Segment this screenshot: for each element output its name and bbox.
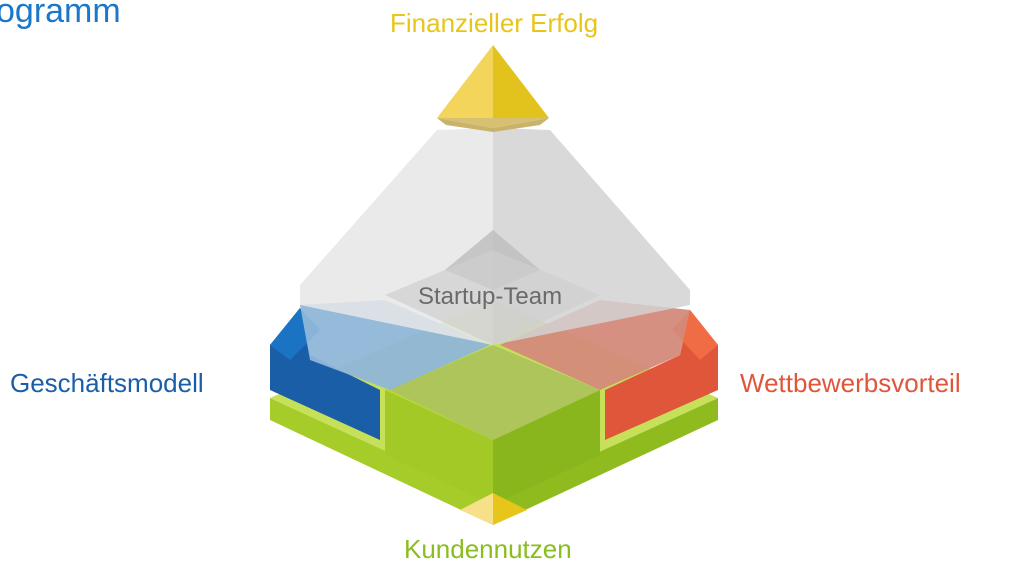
label-finanzieller-erfolg: Finanzieller Erfolg <box>390 8 599 38</box>
block-wettbewerbsvorteil <box>500 300 718 440</box>
label-kundennutzen: Kundennutzen <box>404 534 572 564</box>
label-startup-team: Startup-Team <box>418 283 563 310</box>
label-geschaeftsmodell: Geschäftsmodell <box>10 368 204 398</box>
page-title: ogramm <box>0 0 121 30</box>
pyramid-startup-team <box>300 128 690 440</box>
bottom-tip <box>460 493 527 525</box>
block-geschaeftsmodell <box>270 300 490 440</box>
top-finanzieller-erfolg <box>437 45 549 132</box>
label-wettbewerbsvorteil: Wettbewerbsvorteil <box>740 368 961 398</box>
